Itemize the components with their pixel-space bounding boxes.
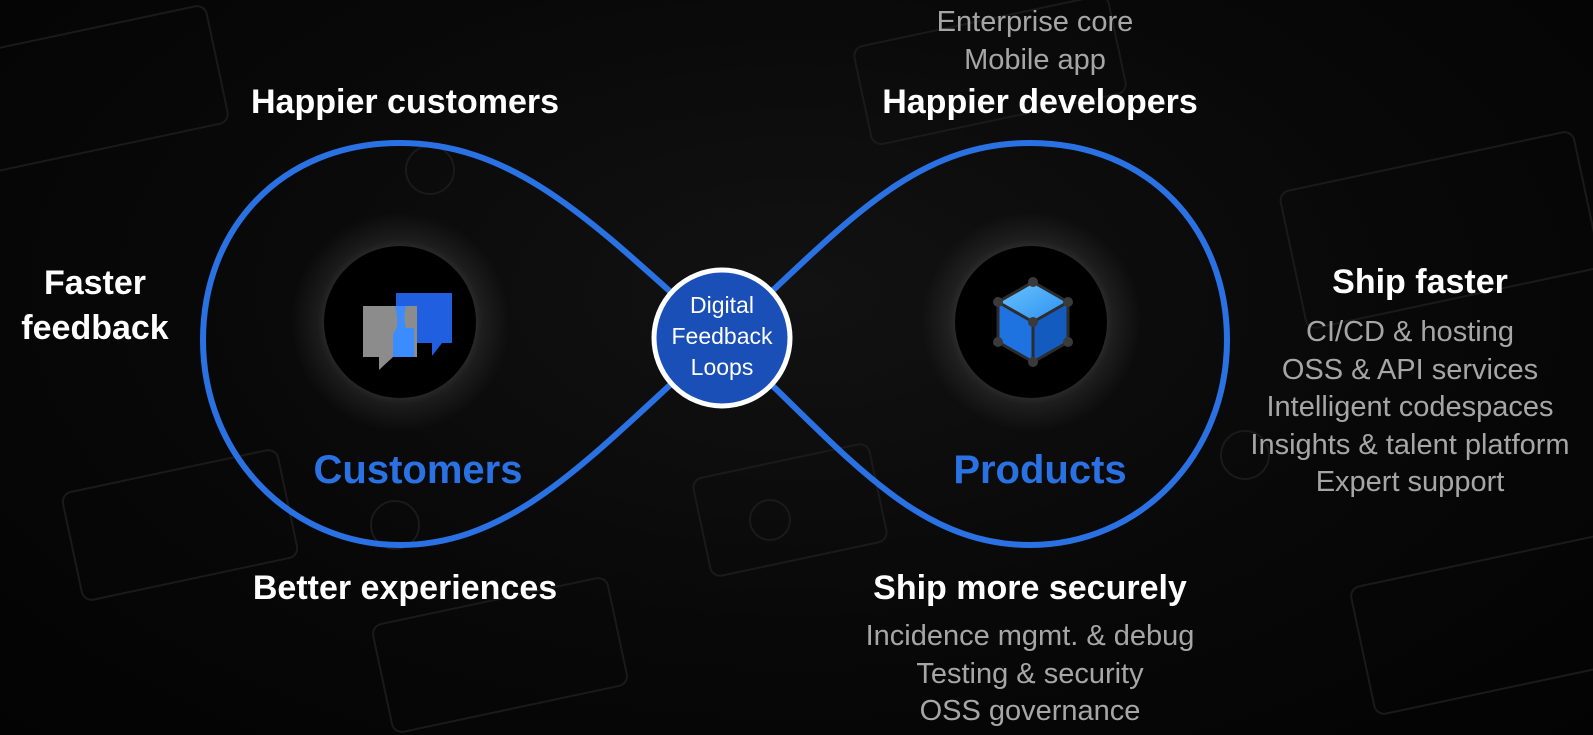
center-node	[651, 267, 793, 409]
center-label-line: Loops	[690, 354, 754, 380]
customers-label: Customers	[313, 448, 523, 492]
ship-faster-item: Insights & talent platform	[1250, 428, 1570, 461]
cube-icon	[993, 277, 1073, 367]
ship-securely-list: Incidence mgmt. & debug Testing & securi…	[830, 618, 1230, 731]
ship-faster-item: OSS & API services	[1281, 353, 1539, 386]
center-label-line: Feedback	[671, 323, 773, 349]
ship-securely-item: Testing & security	[916, 657, 1144, 690]
faster-feedback-line: Faster	[43, 264, 147, 302]
ship-more-securely-heading: Ship more securely	[873, 569, 1187, 607]
center-label-line: Digital	[690, 292, 754, 318]
ship-securely-item: OSS governance	[919, 695, 1141, 727]
top-list-item: Enterprise core	[936, 6, 1134, 38]
ship-faster-item: Expert support	[1315, 466, 1505, 498]
center-label: Digital Feedback Loops	[654, 290, 790, 383]
better-experiences-heading: Better experiences	[252, 569, 558, 607]
ship-securely-item: Incidence mgmt. & debug	[865, 620, 1195, 652]
chat-bubbles-icon	[363, 293, 452, 370]
ship-faster-heading: Ship faster	[1332, 263, 1508, 301]
ship-faster-item: Intelligent codespaces	[1266, 391, 1554, 423]
top-product-list: Enterprise core Mobile app	[880, 4, 1190, 79]
faster-feedback-line: feedback	[21, 309, 169, 347]
ship-faster-list: CI/CD & hosting OSS & API services Intel…	[1230, 314, 1590, 502]
happier-developers-heading: Happier developers	[882, 83, 1198, 121]
products-label: Products	[953, 448, 1127, 492]
top-list-item: Mobile app	[964, 43, 1106, 76]
happier-customers-heading: Happier customers	[251, 83, 559, 121]
faster-feedback-heading: Faster feedback	[5, 261, 185, 351]
ship-faster-item: CI/CD & hosting	[1306, 316, 1514, 348]
